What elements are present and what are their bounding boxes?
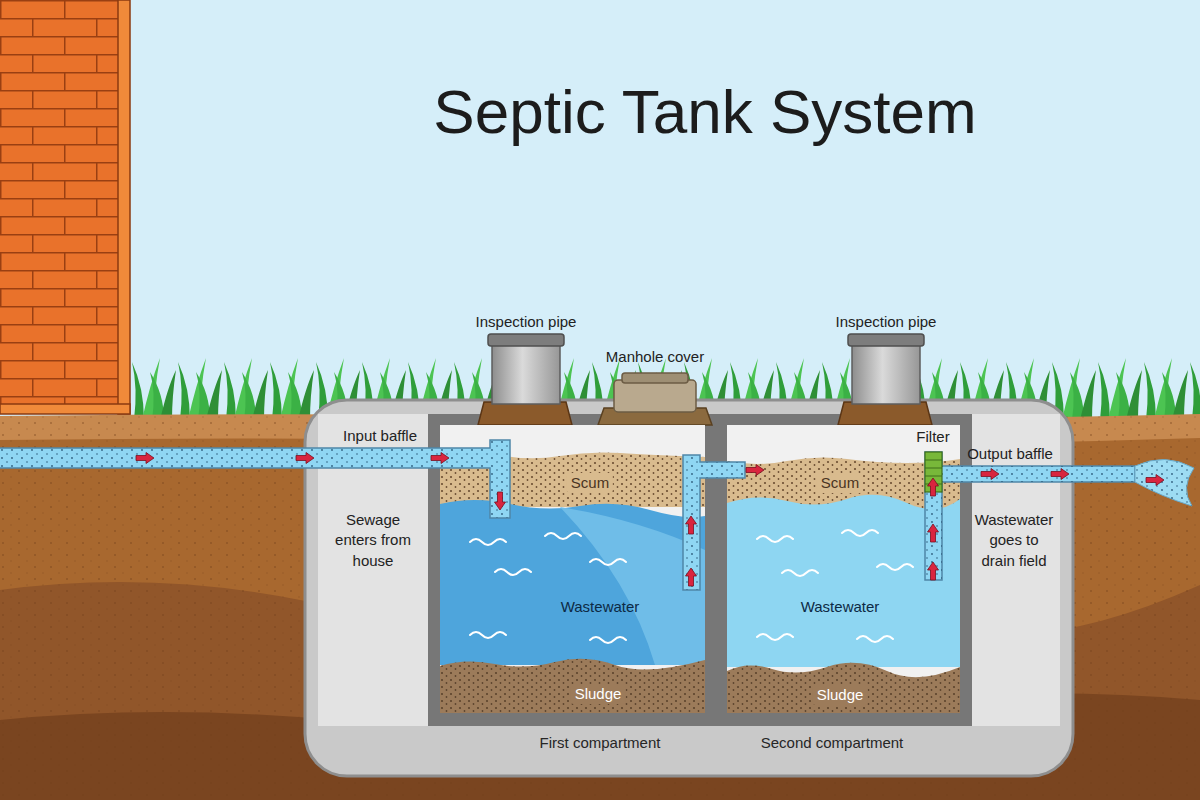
part-label: Sewage enters from house bbox=[328, 510, 418, 571]
tank-compartment-label: First compartment bbox=[540, 733, 661, 753]
inspection-pipe bbox=[838, 334, 932, 425]
part-label: Input baffle bbox=[343, 426, 417, 446]
sludge-layer: Sludge bbox=[440, 650, 705, 713]
text-slot: Sludge bbox=[813, 685, 868, 705]
text-slot: Manhole cover bbox=[606, 347, 704, 367]
sludge-layer-label: Sludge bbox=[813, 685, 868, 705]
text-slot: Scum bbox=[817, 473, 863, 493]
tank-compartment: First compartmentScumWastewaterSludge bbox=[440, 425, 705, 713]
part-label: Wastewater goes to drain field bbox=[972, 510, 1056, 571]
sludge-layer: Sludge bbox=[727, 657, 960, 713]
text-slot: Wastewater bbox=[561, 597, 640, 617]
tank-compartment-label: Second compartment bbox=[761, 733, 904, 753]
text-slot: Septic Tank System bbox=[433, 70, 976, 154]
wastewater-layer-shape bbox=[440, 490, 705, 665]
house-wall bbox=[0, 0, 130, 414]
wastewater-layer-label: Wastewater bbox=[801, 597, 880, 617]
wastewater-layer: Wastewater bbox=[727, 487, 960, 667]
part-label: Manhole cover bbox=[606, 347, 704, 367]
part-label: Inspection pipe bbox=[476, 312, 577, 332]
flow-arrows bbox=[136, 453, 1164, 587]
inspection-pipe bbox=[478, 334, 572, 425]
text-slot: Wastewater bbox=[801, 597, 880, 617]
text-slot: Sludge bbox=[571, 684, 626, 704]
part-label: Inspection pipe bbox=[836, 312, 937, 332]
scum-layer: Scum bbox=[440, 447, 705, 507]
wastewater-layer: Wastewater bbox=[440, 490, 705, 665]
text-slot: Output baffle bbox=[967, 444, 1053, 464]
text-slot: Sewage enters from house bbox=[328, 510, 418, 571]
text-slot: Inspection pipe bbox=[476, 312, 577, 332]
wastewater-layer-label: Wastewater bbox=[561, 597, 640, 617]
text-slot: Second compartment bbox=[761, 733, 904, 753]
text-slot: First compartment bbox=[540, 733, 661, 753]
input-pipe bbox=[0, 440, 510, 518]
manhole-cover bbox=[598, 373, 712, 425]
scum-layer-label: Scum bbox=[817, 473, 863, 493]
part-label: Filter bbox=[916, 427, 949, 447]
diagram-title: Septic Tank System bbox=[433, 70, 976, 154]
output-pipe bbox=[925, 452, 1194, 580]
text-slot: Scum bbox=[567, 473, 613, 493]
scum-layer-label: Scum bbox=[567, 473, 613, 493]
tank-body bbox=[305, 400, 1073, 776]
text-slot: Input baffle bbox=[343, 426, 417, 446]
tank-compartment: Second compartmentScumWastewaterSludge bbox=[727, 425, 960, 713]
sludge-layer-label: Sludge bbox=[571, 684, 626, 704]
transfer-pipe bbox=[683, 455, 745, 590]
part-label: Output baffle bbox=[967, 444, 1053, 464]
filter-element bbox=[925, 452, 942, 492]
text-slot: Filter bbox=[916, 427, 949, 447]
wastewater-layer-shape bbox=[727, 487, 960, 667]
text-slot: Wastewater goes to drain field bbox=[972, 510, 1056, 571]
text-slot: Inspection pipe bbox=[836, 312, 937, 332]
